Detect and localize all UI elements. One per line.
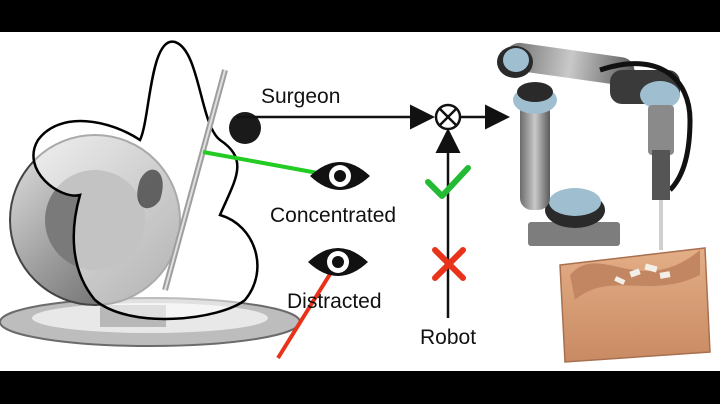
distracted-label: Distracted bbox=[287, 290, 382, 313]
robot-tool-body bbox=[652, 150, 670, 200]
robot-label: Robot bbox=[420, 326, 477, 349]
tracker-sphere bbox=[229, 112, 261, 144]
robot-elbow-joint bbox=[517, 82, 553, 102]
robot-upper-link bbox=[505, 42, 635, 86]
robot-base-cap bbox=[549, 188, 601, 216]
robot-lower-link bbox=[520, 100, 550, 210]
cross-icon bbox=[432, 247, 466, 281]
check-icon bbox=[425, 165, 471, 199]
robot-wrist-cap bbox=[640, 81, 680, 109]
concentrated-label: Concentrated bbox=[270, 204, 397, 227]
eye-icon bbox=[308, 248, 368, 276]
vertebra-shadow bbox=[137, 169, 163, 209]
eye-icon bbox=[310, 162, 370, 190]
surgeon-label: Surgeon bbox=[261, 85, 341, 108]
multiply-junction-icon bbox=[434, 103, 462, 131]
robot-illustration bbox=[497, 42, 711, 363]
surgical-instrument-highlight bbox=[164, 69, 226, 291]
robot-cable bbox=[599, 61, 693, 192]
robot-tool-mount bbox=[648, 105, 674, 155]
vertebra-fragments bbox=[614, 263, 671, 285]
surgeon-setup-illustration bbox=[0, 40, 301, 347]
robot-shoulder-cap bbox=[503, 48, 529, 72]
robot-base-plate bbox=[528, 222, 620, 246]
